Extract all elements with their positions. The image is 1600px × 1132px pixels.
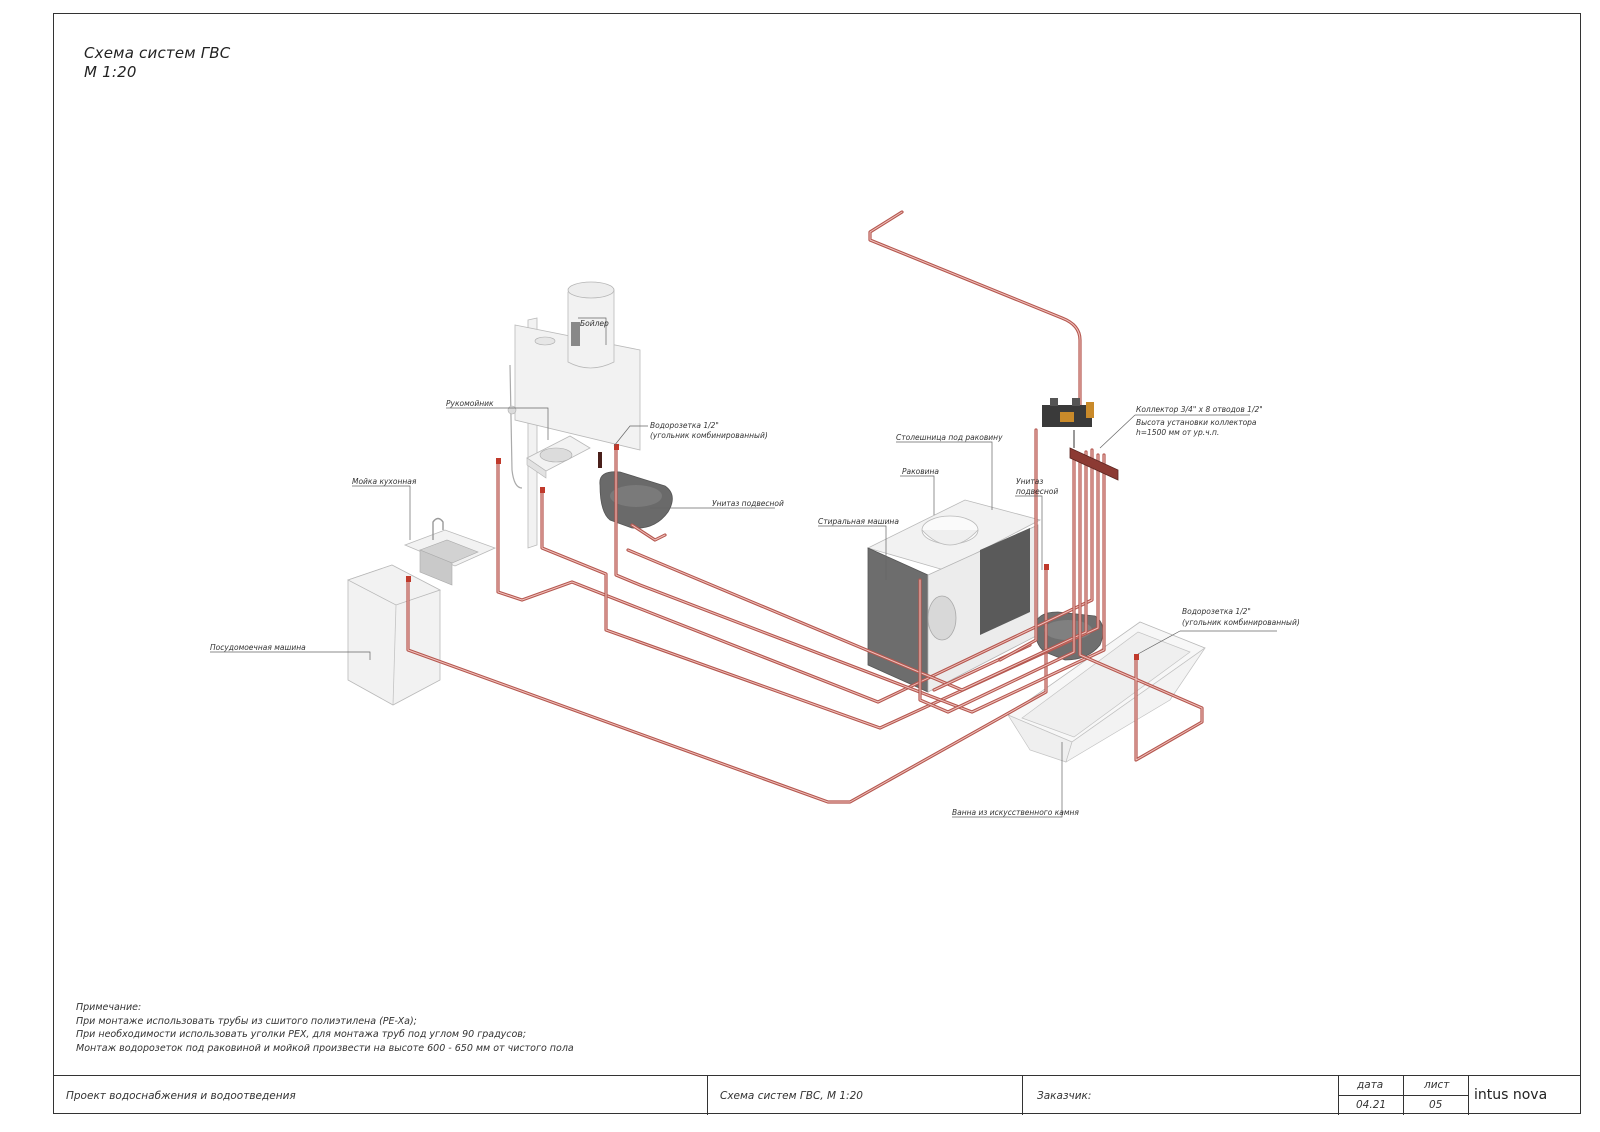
collector-manifold: [1042, 398, 1119, 481]
label-collector-l2: Высота установки коллектора: [1136, 418, 1257, 427]
title-block-brand-cell: intus nova: [1469, 1076, 1581, 1115]
toilet-1-fixture: [599, 471, 673, 529]
label-handbasin: Рукомойник: [446, 399, 494, 408]
title-block-project-cell: Проект водоснабжения и водоотведения: [53, 1076, 708, 1115]
notes-heading: Примечание:: [76, 1002, 142, 1013]
label-dishwasher: Посудомоечная машина: [210, 643, 306, 652]
label-kitchen-sink: Мойка кухонная: [352, 477, 417, 486]
title-block-sheet-cell: лист 05: [1404, 1076, 1469, 1115]
label-washing-machine: Стиральная машина: [818, 517, 899, 526]
title-block-date-value: 04.21: [1356, 1099, 1387, 1111]
label-toilet-1: Унитаз подвесной: [712, 499, 784, 508]
kitchen-sink-fixture: [403, 517, 497, 586]
label-boiler: Бойлер: [580, 319, 609, 328]
title-block: Проект водоснабжения и водоотведения Схе…: [53, 1075, 1581, 1115]
label-bathtub: Ванна из искусственного камня: [952, 808, 1079, 817]
title-block-date-cell: дата 04.21: [1339, 1076, 1404, 1115]
notes-line-1: При монтаже использовать трубы из сшитог…: [76, 1015, 417, 1027]
pipe-network: [406, 210, 1204, 804]
label-toilet-2-l1: Унитаз: [1016, 477, 1043, 486]
vanity-fixture: [866, 499, 1042, 693]
title-block-client-cell: Заказчик:: [1023, 1076, 1339, 1115]
boiler-fixture: [567, 281, 615, 369]
title-block-project: Проект водоснабжения и водоотведения: [66, 1090, 296, 1102]
title-block-sheet-name-cell: Схема систем ГВС, М 1:20: [708, 1076, 1023, 1115]
title-line-1: Схема систем ГВС: [84, 44, 231, 62]
notes-block: Примечание: При монтаже использовать тру…: [76, 1001, 574, 1055]
leader-lines: [210, 317, 1277, 818]
title-block-sheet-header: лист: [1424, 1079, 1450, 1091]
notes-line-2: При необходимости использовать уголки PE…: [76, 1029, 527, 1040]
dishwasher-fixture: [346, 564, 442, 706]
drawing-frame: [53, 13, 1581, 1114]
label-toilet-2-l2: подвесной: [1016, 487, 1058, 496]
label-sink: Раковина: [902, 467, 939, 476]
water-outlets: [406, 444, 1139, 660]
title-block-sheet-name: Схема систем ГВС, М 1:20: [720, 1090, 863, 1102]
drawing-title: Схема систем ГВС М 1:20: [84, 44, 230, 82]
label-collector-l1: Коллектор 3/4" х 8 отводов 1/2": [1136, 405, 1263, 414]
handbasin-fixture: [526, 435, 591, 479]
title-block-sheet-value: 05: [1429, 1099, 1443, 1111]
brand-logo: intus nova: [1474, 1087, 1548, 1103]
title-block-client: Заказчик:: [1037, 1090, 1092, 1102]
notes-line-3: Монтаж водорозеток под раковиной и мойко…: [76, 1042, 574, 1054]
label-water-outlet-2-l2: (угольник комбинированный): [1182, 618, 1300, 627]
label-countertop: Столешница под раковину: [896, 433, 1003, 442]
label-water-outlet-1-l1: Водорозетка 1/2": [650, 421, 719, 430]
title-block-date-header: дата: [1357, 1079, 1384, 1091]
label-collector-l3: h=1500 мм от ур.ч.п.: [1136, 428, 1219, 437]
label-water-outlet-2-l1: Водорозетка 1/2": [1182, 607, 1251, 616]
title-line-2: М 1:20: [84, 63, 137, 81]
label-water-outlet-1-l2: (угольник комбинированный): [650, 431, 768, 440]
